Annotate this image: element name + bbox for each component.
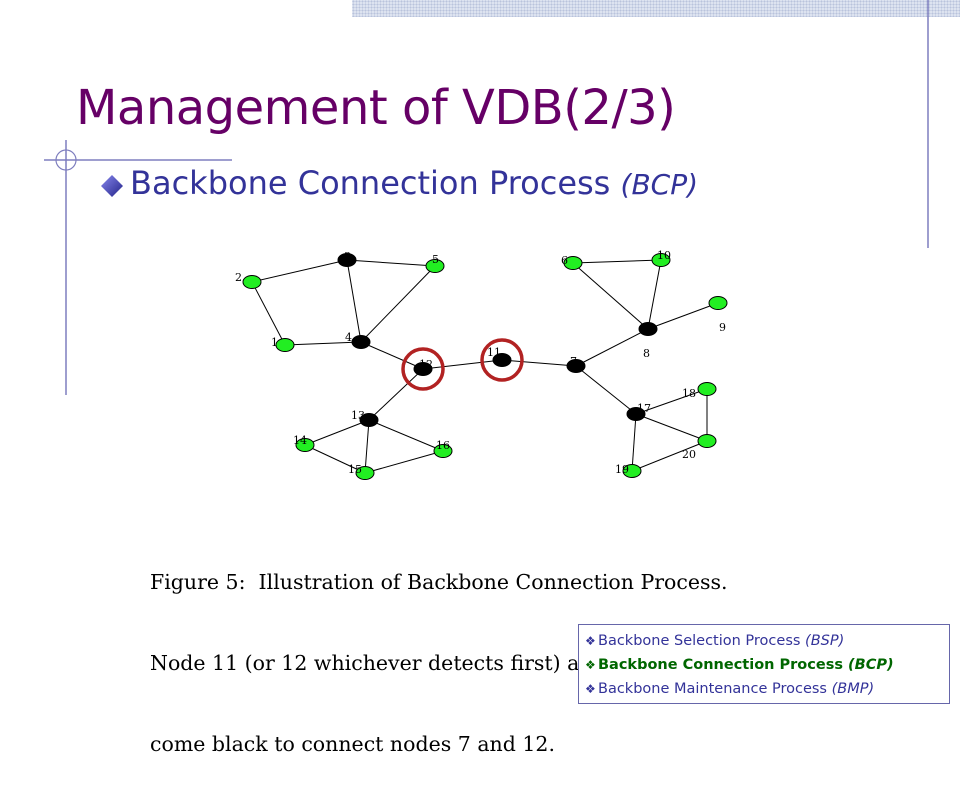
node-label-12: 12 xyxy=(419,358,433,371)
node-14 xyxy=(295,438,315,452)
node-11 xyxy=(492,353,512,367)
edge-3-4 xyxy=(346,259,362,343)
node-18 xyxy=(697,382,717,396)
edge-12-11 xyxy=(422,359,503,370)
node-15 xyxy=(355,466,375,480)
node-1 xyxy=(275,338,295,352)
node-label-13: 13 xyxy=(351,409,365,422)
legend-item-bcp: ❖Backbone Connection Process (BCP) xyxy=(585,653,949,677)
legend-item-abbr: (BMP) xyxy=(831,681,875,697)
edge-2-3 xyxy=(251,259,348,283)
node-label-2: 2 xyxy=(235,271,242,284)
node-label-9: 9 xyxy=(719,321,726,334)
node-label-17: 17 xyxy=(637,402,651,415)
node-10 xyxy=(651,253,671,267)
node-label-18: 18 xyxy=(682,387,696,400)
node-label-19: 19 xyxy=(615,463,629,476)
node-label-16: 16 xyxy=(436,439,450,452)
slide-decoration-lines xyxy=(44,0,929,395)
node-8 xyxy=(638,322,658,336)
edge-12-13 xyxy=(368,368,424,421)
edge-13-15 xyxy=(364,419,370,474)
node-6 xyxy=(563,256,583,270)
slide-title: Management of VDB(2/3) xyxy=(76,80,676,136)
caption-line: come black to connect nodes 7 and 12. xyxy=(150,732,555,756)
legend-item-abbr: (BSP) xyxy=(805,633,845,649)
diamond-bullet-icon xyxy=(100,164,130,206)
top-decoration-band xyxy=(352,0,960,17)
edge-4-12 xyxy=(360,341,424,370)
edge-13-16 xyxy=(368,419,444,452)
node-2 xyxy=(242,275,262,289)
legend-item-label: Backbone Maintenance Process xyxy=(598,681,832,697)
node-16 xyxy=(433,444,453,458)
edge-2-1 xyxy=(251,281,286,346)
highlight-circle-11 xyxy=(480,338,524,382)
node-7 xyxy=(566,359,586,373)
edge-5-4 xyxy=(360,265,436,343)
node-label-10: 10 xyxy=(657,249,671,262)
process-legend-box: ❖Backbone Selection Process (BSP) ❖Backb… xyxy=(578,624,950,704)
node-12 xyxy=(413,362,433,376)
node-label-5: 5 xyxy=(432,253,439,266)
edge-13-14 xyxy=(304,419,370,446)
legend-item-label: Backbone Selection Process xyxy=(598,633,806,649)
edge-7-17 xyxy=(575,365,637,415)
node-5 xyxy=(425,259,445,273)
diamond-arrow-icon: ❖ xyxy=(585,658,596,672)
legend-item-bsp: ❖Backbone Selection Process (BSP) xyxy=(585,629,949,653)
edge-19-20 xyxy=(631,440,708,472)
bullet-abbreviation: (BCP) xyxy=(620,168,699,201)
bullet-point: Backbone Connection Process (BCP) xyxy=(100,164,698,206)
edge-17-19 xyxy=(631,413,637,472)
node-9 xyxy=(708,296,728,310)
edge-6-10 xyxy=(572,259,662,264)
node-label-1: 1 xyxy=(271,336,278,349)
diamond-arrow-icon: ❖ xyxy=(585,682,596,696)
bullet-text: Backbone Connection Process xyxy=(130,164,621,202)
node-label-14: 14 xyxy=(293,434,307,447)
node-17 xyxy=(626,407,646,421)
node-19 xyxy=(622,464,642,478)
node-label-7: 7 xyxy=(570,355,577,368)
highlight-circle-12 xyxy=(401,347,445,391)
node-label-15: 15 xyxy=(348,463,362,476)
edge-15-16 xyxy=(364,450,444,474)
node-label-20: 20 xyxy=(682,448,696,461)
diamond-arrow-icon: ❖ xyxy=(585,634,596,648)
edge-11-7 xyxy=(501,359,577,367)
edge-8-9 xyxy=(647,302,719,330)
edge-17-20 xyxy=(635,413,708,442)
edge-7-8 xyxy=(575,328,649,367)
node-label-4: 4 xyxy=(345,331,352,344)
caption-line: Figure 5: Illustration of Backbone Conne… xyxy=(150,570,728,594)
edge-8-6 xyxy=(572,262,649,330)
node-label-11: 11 xyxy=(487,346,501,359)
node-13 xyxy=(359,413,379,427)
legend-item-bmp: ❖Backbone Maintenance Process (BMP) xyxy=(585,677,949,701)
node-label-8: 8 xyxy=(643,347,650,360)
node-label-6: 6 xyxy=(561,254,568,267)
node-20 xyxy=(697,434,717,448)
edge-3-5 xyxy=(346,259,436,267)
edge-14-15 xyxy=(304,444,366,474)
node-label-3: 3 xyxy=(344,250,351,263)
edge-8-10 xyxy=(647,259,662,330)
node-3 xyxy=(337,253,357,267)
edge-17-18 xyxy=(635,388,708,415)
legend-item-abbr: (BCP) xyxy=(848,657,894,673)
edge-1-4 xyxy=(284,341,362,346)
legend-item-label: Backbone Connection Process xyxy=(598,657,849,673)
node-4 xyxy=(351,335,371,349)
